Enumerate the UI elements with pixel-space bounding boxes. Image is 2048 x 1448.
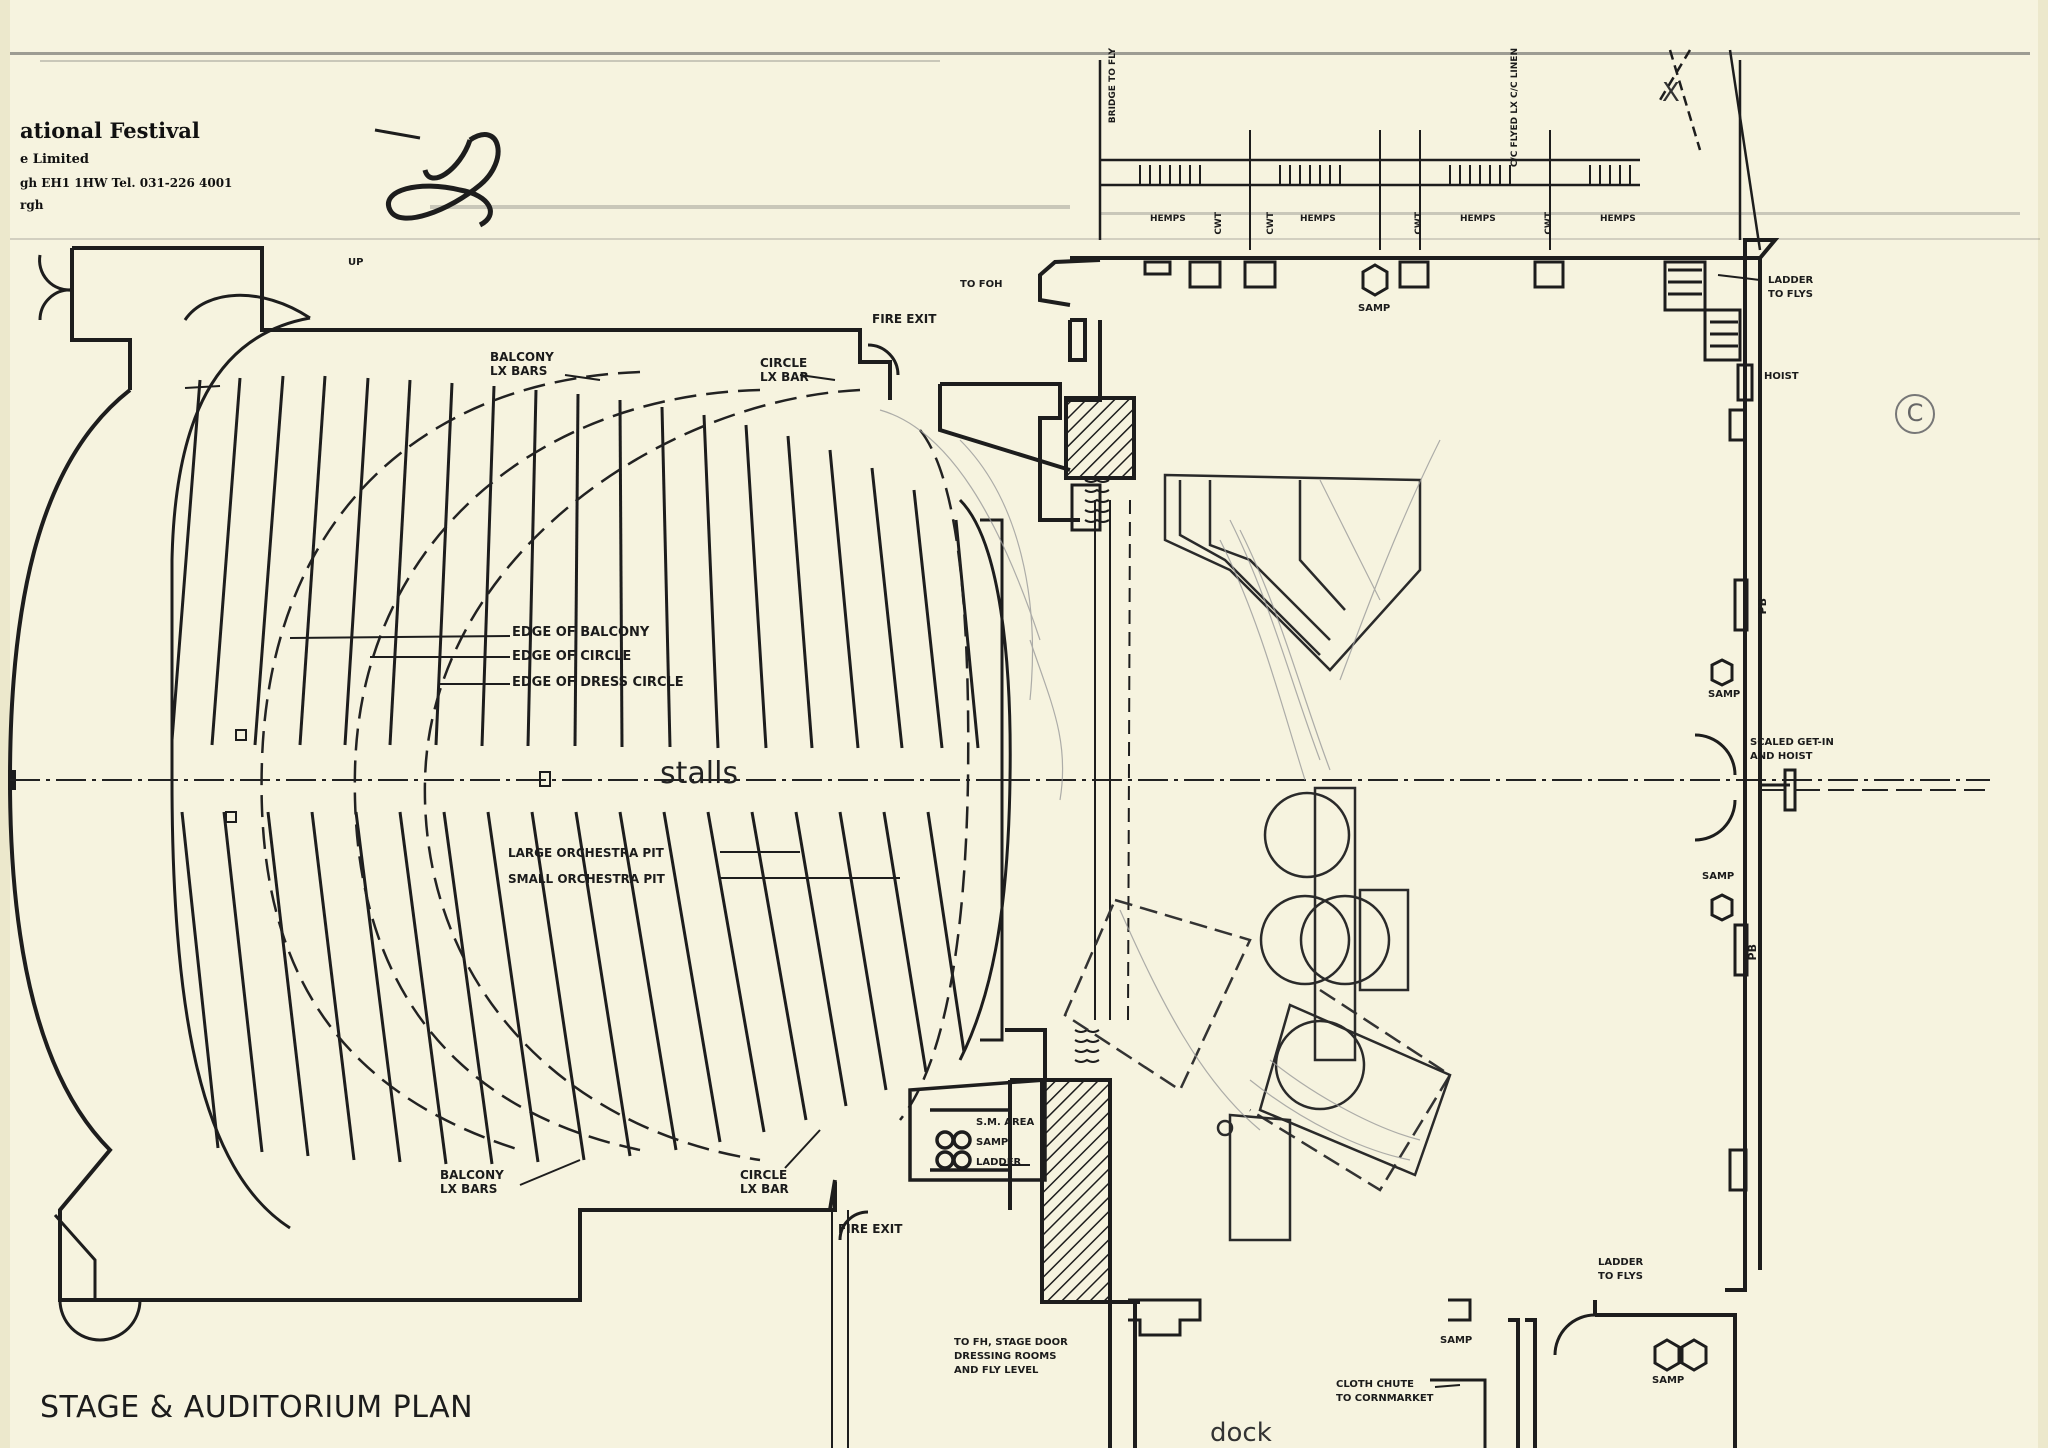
dock-label: dock (1210, 1418, 1272, 1448)
fly-bar-label: HEMPS (1460, 214, 1496, 224)
stalls-seating-bottom (180, 811, 966, 1165)
cc-flyed-label: C/C FLYED LX C/C LINEN (1510, 48, 1520, 168)
top-wall-units (1143, 260, 1754, 402)
edge-of-circle-label: EDGE OF CIRCLE (512, 649, 632, 664)
stage-edge-lines (831, 499, 1131, 1448)
proscenium-piers (1040, 396, 1136, 1304)
speckle-band (10, 52, 2040, 240)
samp-bottom-1: SAMP (1440, 1335, 1473, 1346)
balcony-lx-bars-top: BALCONY LX BARS (490, 350, 554, 378)
stage-bottom-right (1128, 1298, 1708, 1448)
company-address: gh EH1 1HW Tel. 031-226 4001 (20, 176, 233, 190)
samp-right-2: SAMP (1702, 871, 1735, 882)
pb-label-2: PB (1746, 944, 1759, 961)
set-outline-dashed (1063, 898, 1452, 1192)
fly-bar-label: HEMPS (1300, 214, 1336, 224)
set-pieces (1163, 473, 1452, 1242)
stalls-seating-top (170, 375, 980, 749)
circle-lx-bar-bottom: CIRCLE LX BAR (740, 1168, 789, 1196)
stalls-label: stalls (660, 756, 739, 791)
pencil-sketch (879, 409, 1441, 1161)
sm-samp-label: SAMP (976, 1137, 1009, 1148)
ladder-to-flys-top: LADDER TO FLYS (1768, 275, 1814, 300)
large-orchestra-pit-label: LARGE ORCHESTRA PIT (508, 846, 664, 860)
fly-bar-label: HEMPS (1600, 214, 1636, 224)
inner-auditorium-wall (170, 293, 311, 1230)
circle-lx-bar-top: CIRCLE LX BAR (760, 356, 809, 384)
to-fh-stage-door-label: TO FH, STAGE DOOR DRESSING ROOMS AND FLY… (954, 1337, 1068, 1376)
samp-top-label: SAMP (1358, 303, 1391, 314)
festival-name: ational Festival (20, 118, 200, 143)
edge-of-dress-circle-label: EDGE OF DRESS CIRCLE (512, 675, 684, 690)
company-line4: rgh (20, 198, 44, 212)
stalls-markers (225, 729, 551, 823)
up-label: UP (348, 257, 364, 268)
to-foh-label: TO FOH (960, 279, 1003, 290)
auditorium-doors (38, 254, 900, 1342)
auditorium-walls (7, 246, 892, 1302)
circled-c-mark: C (1895, 394, 1935, 434)
balcony-circle-edges (260, 370, 970, 1162)
cloth-chute-label: CLOTH CHUTE TO CORNMARKET (1336, 1379, 1434, 1404)
bridge-to-fly-label: BRIDGE TO FLY (1108, 48, 1118, 124)
samp-right-1: SAMP (1708, 689, 1741, 700)
sheet-title: STAGE & AUDITORIUM PLAN (40, 1390, 474, 1425)
right-wall-fixtures (1694, 408, 1797, 1192)
fire-exit-bottom: FIRE EXIT (838, 1222, 903, 1236)
fly-bars (1098, 49, 1762, 251)
fly-bar-label: CWT (1266, 212, 1276, 235)
fly-bar-label: CWT (1414, 212, 1424, 235)
sm-area (908, 1078, 1047, 1182)
fly-bar-label: CWT (1214, 212, 1224, 235)
fire-exit-top: FIRE EXIT (872, 312, 937, 326)
edge-of-balcony-label: EDGE OF BALCONY (512, 625, 650, 640)
ladder-to-flys-bottom: LADDER TO FLYS (1598, 1257, 1644, 1282)
sm-area-label: S.M. AREA (976, 1117, 1035, 1128)
sm-ladder-label: LADDER (976, 1157, 1022, 1168)
scaled-get-in-label: SCALED GET-IN AND HOIST (1750, 737, 1834, 762)
fly-bar-label: HEMPS (1150, 214, 1186, 224)
festival-logo (374, 128, 501, 228)
x-mark: X (1662, 78, 1680, 108)
company-name: e Limited (20, 152, 89, 167)
samp-bottom-2: SAMP (1652, 1375, 1685, 1386)
hoist-label: HOIST (1764, 371, 1799, 382)
annotation-leaders (289, 274, 1761, 1388)
stage-walls (1070, 238, 1780, 1448)
balcony-lx-bars-bottom: BALCONY LX BARS (440, 1168, 504, 1196)
small-orchestra-pit-label: SMALL ORCHESTRA PIT (508, 872, 665, 886)
pb-label-1: PB (1756, 598, 1769, 615)
fly-bar-label: CWT (1544, 212, 1554, 235)
